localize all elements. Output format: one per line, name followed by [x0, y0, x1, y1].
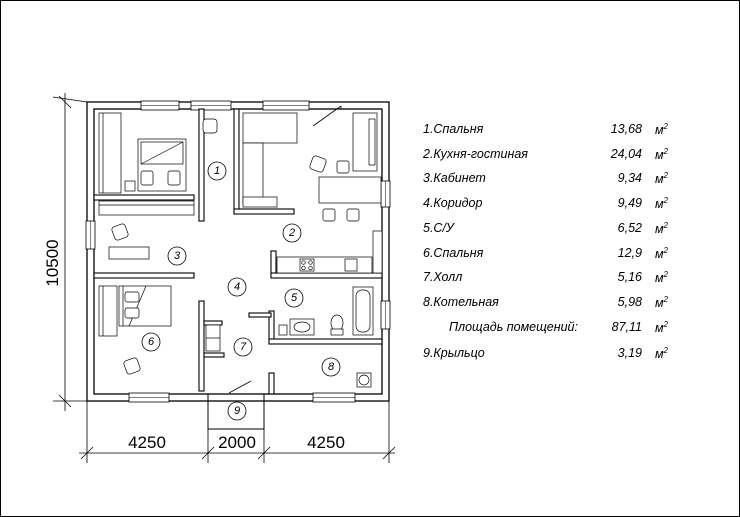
- legend-unit: м2: [654, 346, 668, 362]
- room-number-4: 4: [234, 281, 240, 293]
- furniture-cabinet: [98, 200, 195, 260]
- legend-room-name: 7.Холл: [423, 270, 463, 284]
- legend-row-8: 8.Котельная 5,98 м2: [423, 295, 668, 313]
- legend-room-name: 4.Коридор: [423, 196, 483, 210]
- room-number-5: 5: [291, 292, 298, 304]
- legend-row-5: 5.С/У 6,52 м2: [423, 221, 668, 239]
- legend-unit: м2: [654, 171, 668, 187]
- legend-row-4: 4.Коридор 9,49 м2: [423, 196, 668, 214]
- room-marker-9: [227, 401, 247, 421]
- legend-total-area: 87,11: [611, 320, 642, 334]
- legend-room-area: 5,16: [617, 270, 642, 284]
- room-marker-4: [227, 277, 247, 297]
- legend-unit: м2: [654, 147, 668, 163]
- legend-unit: м2: [654, 122, 668, 138]
- legend-row-1: 1.Спальня 13,68 м2: [423, 122, 668, 140]
- legend-unit: м2: [654, 196, 668, 212]
- legend-total-name: Площадь помещений:: [449, 320, 578, 334]
- room-number-6: 6: [148, 336, 155, 348]
- legend-room-area: 3,19: [617, 346, 642, 360]
- interior-walls: [93, 108, 383, 395]
- room-marker-7: [233, 337, 253, 357]
- furniture-bedroom-1: [98, 112, 218, 194]
- legend-row-2: 2.Кухня-гостиная 24,04 м2: [423, 147, 668, 165]
- legend-room-area: 9,34: [617, 171, 642, 185]
- room-number-7: 7: [240, 341, 247, 353]
- room-number-2: 2: [288, 227, 295, 239]
- dimension-width-left: 4250: [128, 433, 166, 452]
- dimension-lines: [52, 93, 396, 463]
- furniture-bathroom: [278, 286, 374, 336]
- room-number-1: 1: [214, 165, 220, 177]
- legend-room-area: 9,49: [617, 196, 642, 210]
- legend-unit: м2: [654, 221, 668, 237]
- legend-unit: м2: [654, 295, 668, 311]
- porch: [207, 393, 265, 430]
- dimension-height: 10500: [43, 239, 62, 286]
- legend-room-name: 3.Кабинет: [423, 171, 486, 185]
- room-marker-8: [321, 357, 341, 377]
- furniture-kitchen: [242, 112, 383, 274]
- room-marker-1: [207, 161, 227, 181]
- legend-room-area: 13,68: [610, 122, 642, 136]
- legend-room-name: 2.Кухня-гостиная: [423, 147, 528, 161]
- legend-unit: м2: [654, 320, 668, 336]
- furniture-hall-boiler: [205, 324, 372, 388]
- legend-total-row: Площадь помещений: 87,11 м2: [423, 320, 668, 338]
- furniture-bedroom-6: [98, 285, 172, 375]
- legend-room-name: 1.Спальня: [423, 122, 484, 136]
- legend-room-area: 24,04: [610, 147, 642, 161]
- room-marker-6: [141, 332, 161, 352]
- legend-row-3: 3.Кабинет 9,34 м2: [423, 171, 668, 189]
- legend-room-name: 8.Котельная: [423, 295, 499, 309]
- legend-unit: м2: [654, 246, 668, 262]
- legend-row-7: 7.Холл 5,16 м2: [423, 270, 668, 288]
- legend-room-name: 5.С/У: [423, 221, 454, 235]
- room-marker-2: [282, 223, 302, 243]
- dimension-width-right: 4250: [307, 433, 345, 452]
- room-marker-3: [167, 246, 187, 266]
- legend-row-6: 6.Спальня 12,9 м2: [423, 246, 668, 264]
- room-marker-5: [284, 288, 304, 308]
- legend-row-9: 9.Крыльцо 3,19 м2: [423, 346, 668, 364]
- legend-room-name: 6.Спальня: [423, 246, 484, 260]
- legend-room-area: 5,98: [617, 295, 642, 309]
- room-markers: [141, 161, 341, 421]
- legend-room-area: 12,9: [617, 246, 642, 260]
- legend-unit: м2: [654, 270, 668, 286]
- legend-room-area: 6,52: [617, 221, 642, 235]
- legend-room-name: 9.Крыльцо: [423, 346, 485, 360]
- room-number-8: 8: [328, 361, 335, 373]
- dimension-width-middle: 2000: [218, 433, 256, 452]
- room-number-9: 9: [234, 405, 240, 417]
- room-number-3: 3: [174, 250, 181, 262]
